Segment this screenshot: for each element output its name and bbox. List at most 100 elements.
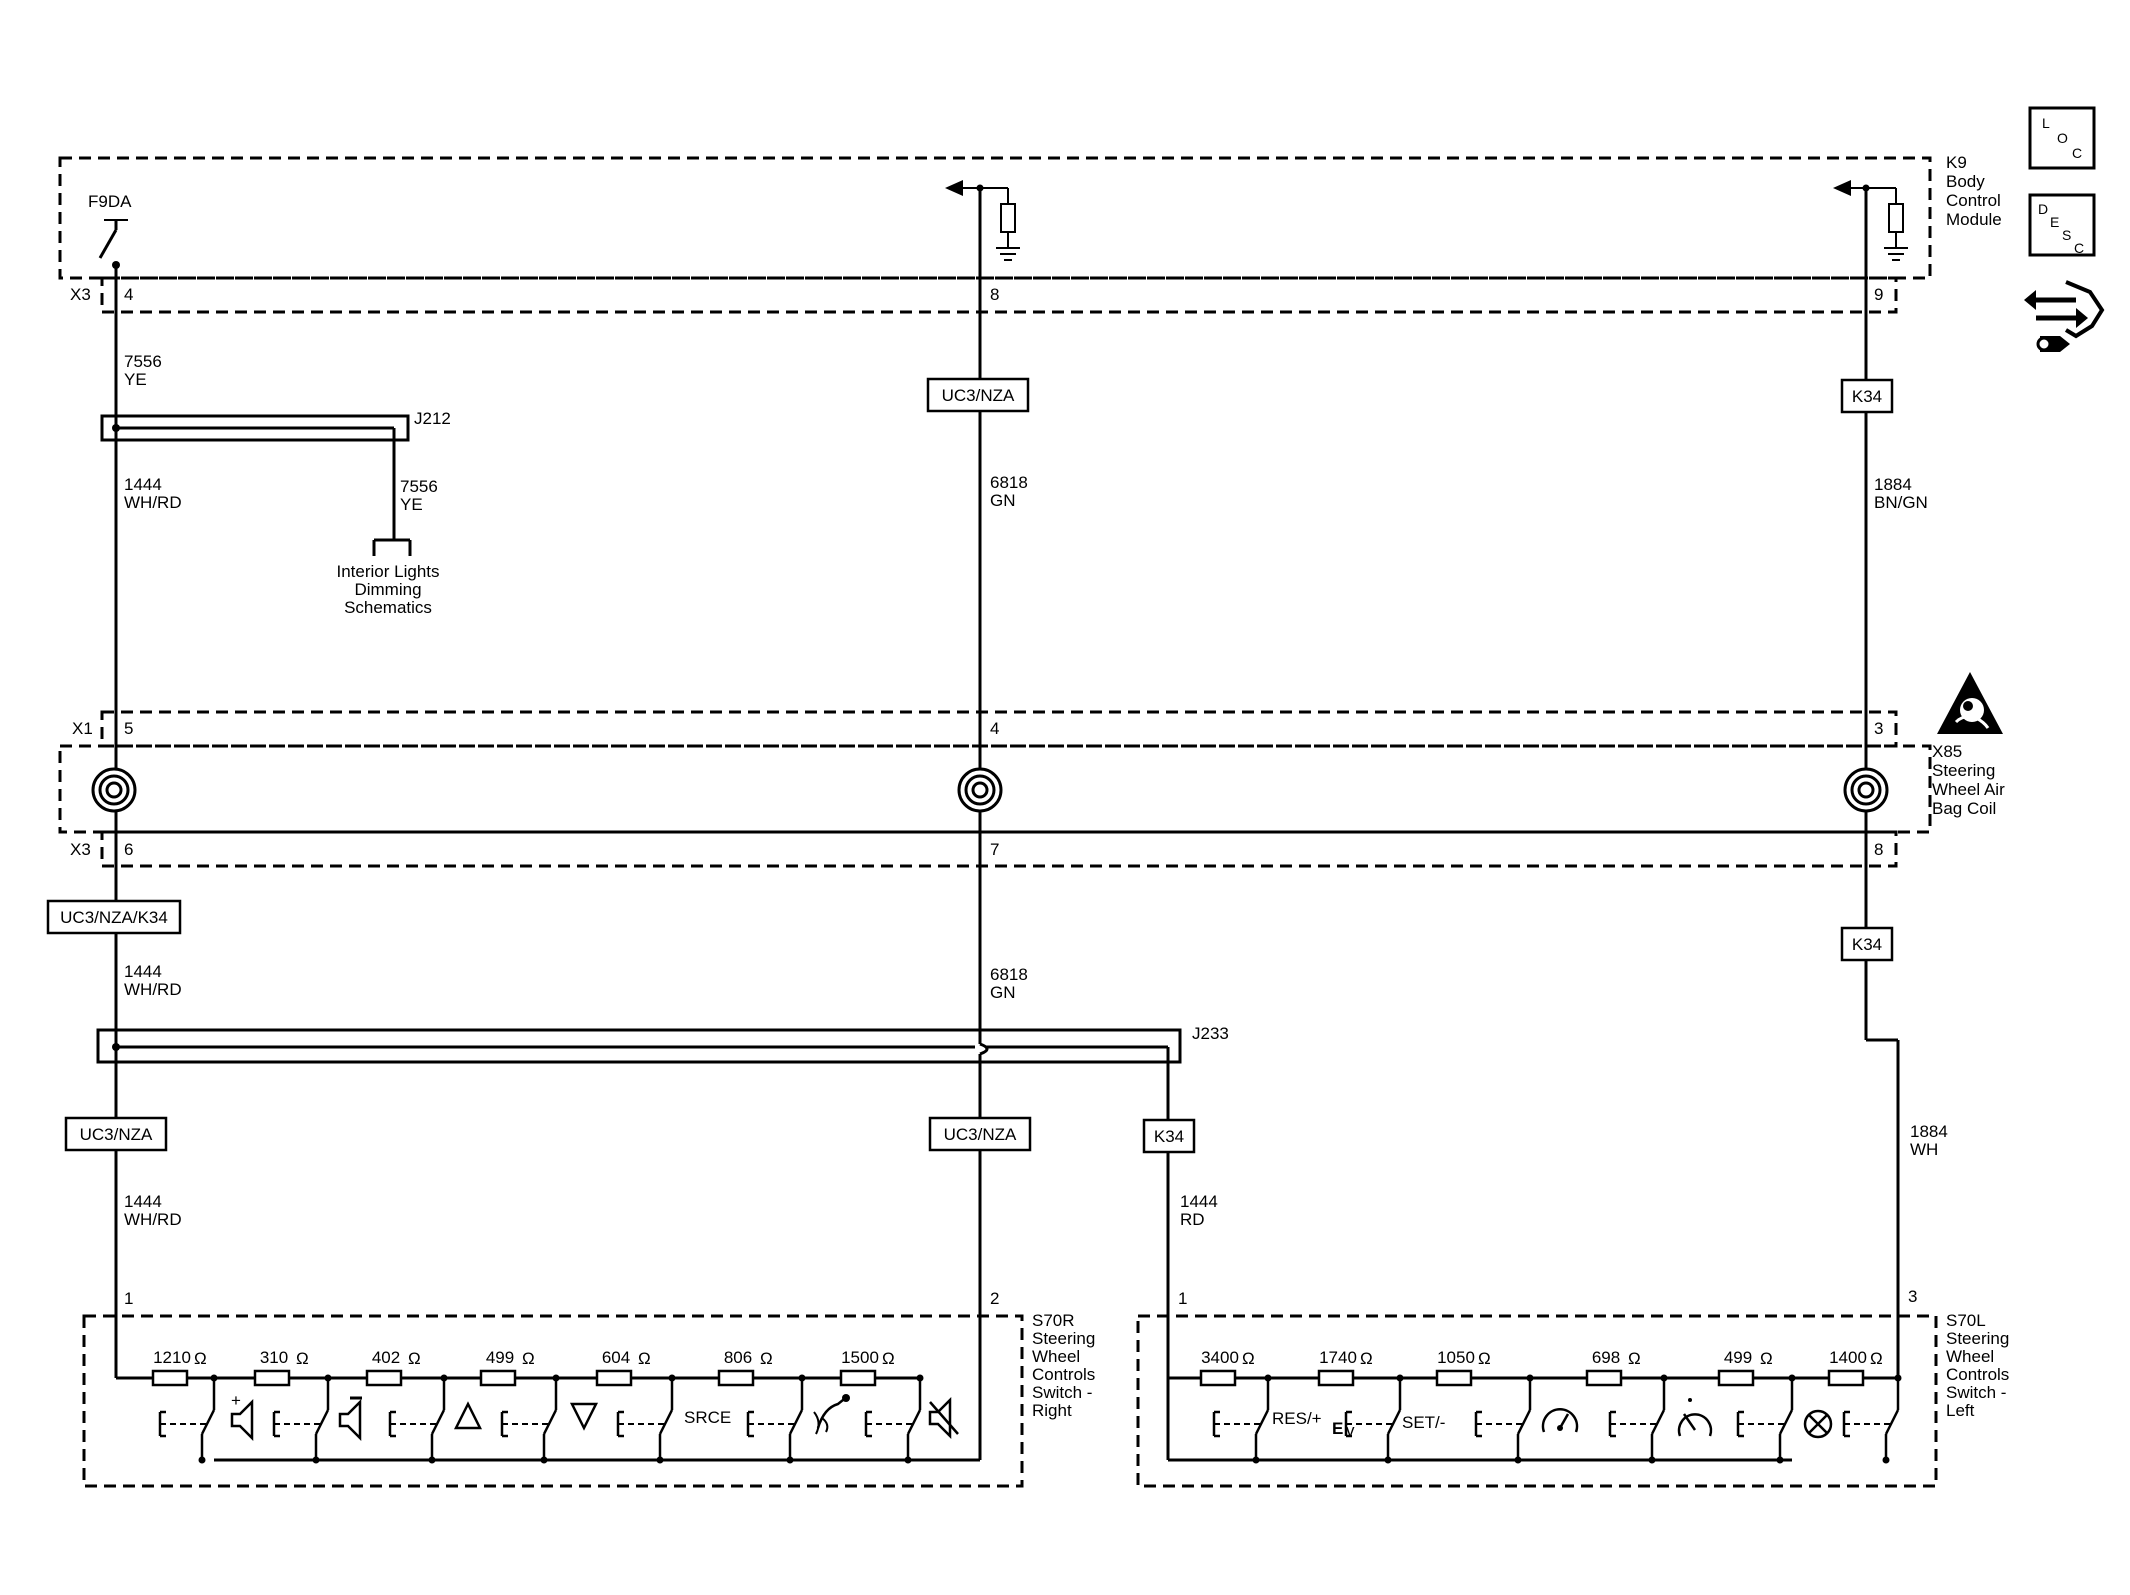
s70r-resistor-value-4: 499 (486, 1348, 514, 1367)
s70l-resistor-6 (1827, 1369, 1865, 1387)
svg-text:D: D (2038, 201, 2048, 217)
coil-lower-connector: X3 (70, 840, 91, 859)
s70r-resistor-value-3: 402 (372, 1348, 400, 1367)
s70l-resistor-4 (1585, 1369, 1623, 1387)
connector-repair-icon[interactable] (2024, 280, 2105, 352)
svg-text:v: v (1346, 1421, 1355, 1440)
s70r-resistor-ohm-4: Ω (522, 1349, 535, 1368)
s70l-label-6: Left (1946, 1401, 1975, 1420)
s70r-node-dot-1 (210, 1374, 218, 1382)
s70l-label-1: S70L (1946, 1311, 1986, 1330)
option-box-k34-mid: K34 (1840, 926, 1894, 962)
s70r-resistor-3 (365, 1369, 403, 1387)
circuit-1444-color-d: RD (1180, 1210, 1205, 1229)
s70r-ground-dot-6 (786, 1456, 794, 1464)
s70r-ground-dot-7 (904, 1456, 912, 1464)
coil-lower-pin-6: 6 (124, 840, 133, 859)
airbag-warning-icon (1937, 672, 2003, 734)
s70l-resistor-value-6: 1400 (1829, 1348, 1867, 1367)
s70l-ground-dot-3 (1514, 1456, 1522, 1464)
fuse-label: F9DA (88, 192, 132, 211)
s70l-node-dot-2 (1396, 1374, 1404, 1382)
svg-text:UC3/NZA: UC3/NZA (942, 386, 1015, 405)
cruise-on-icon (1541, 1408, 1579, 1433)
s70l-resistor-ohm-1: Ω (1242, 1349, 1255, 1368)
circuit-6818-num-a: 6818 (990, 473, 1028, 492)
option-box-uc3-nza-left: UC3/NZA (64, 1116, 168, 1152)
s70l-switch-blade-6 (1884, 1409, 1900, 1435)
branch-dest-3: Schematics (344, 598, 432, 617)
s70r-node-dot-6 (798, 1374, 806, 1382)
s70r-switch-blade-1 (200, 1409, 216, 1435)
s70l-resistor-5 (1717, 1369, 1755, 1387)
loc-icon[interactable]: L O C (2028, 106, 2096, 170)
branch-dest-2: Dimming (354, 580, 421, 599)
voice-command-icon (813, 1394, 850, 1435)
s70r-resistor-5 (595, 1369, 633, 1387)
s70l-resistor-1 (1199, 1369, 1237, 1387)
s70l-switch-blade-1 (1254, 1409, 1270, 1435)
s70r-resistor-ohm-6: Ω (760, 1349, 773, 1368)
s70r-switch-blade-7 (906, 1409, 922, 1435)
option-box-k34-top: K34 (1840, 378, 1894, 414)
s70r-label-2: Steering (1032, 1329, 1095, 1348)
circuit-1444-color-c: WH/RD (124, 1210, 182, 1229)
s70r-resistor-value-1: 1210 (153, 1348, 191, 1367)
desc-icon[interactable]: D E S C (2028, 193, 2096, 257)
s70l-resistor-value-4: 698 (1592, 1348, 1620, 1367)
s70l-switch-blade-3 (1516, 1409, 1532, 1435)
s70l-node-dot-3 (1526, 1374, 1534, 1382)
bcm-input-pin8-symbol (945, 180, 1020, 261)
s70r-resistor-ohm-2: Ω (296, 1349, 309, 1368)
cruise-gap-icon: E v (1332, 1419, 1355, 1440)
s70r-resistor-value-6: 806 (724, 1348, 752, 1367)
s70r-node-dot-3 (440, 1374, 448, 1382)
s70r-node-dot-5 (668, 1374, 676, 1382)
svg-text:E: E (2050, 214, 2059, 230)
clockspring-coil-3 (1843, 767, 1889, 813)
svg-text:E: E (1332, 1419, 1343, 1438)
svg-text:C: C (2074, 240, 2084, 256)
svg-text:C: C (2072, 145, 2082, 161)
circuit-1444-num-a: 1444 (124, 475, 162, 494)
s70l-ground-dot-5 (1776, 1456, 1784, 1464)
circuit-1444-num-d: 1444 (1180, 1192, 1218, 1211)
s70r-resistor-value-7: 1500 (841, 1348, 879, 1367)
volume-up-icon: + (230, 1391, 254, 1442)
s70l-label-4: Controls (1946, 1365, 2009, 1384)
bcm-input-pin9-symbol (1833, 180, 1908, 261)
branch-circuit: 7556 (400, 477, 438, 496)
s70r-ground-dot-2 (312, 1456, 320, 1464)
k9-label-1: K9 (1946, 153, 1967, 172)
s70l-label-5: Switch - (1946, 1383, 2006, 1402)
option-box-uc3-nza-top: UC3/NZA (926, 377, 1030, 413)
circuit-1444-color-b: WH/RD (124, 980, 182, 999)
circuit-1884-num-a: 1884 (1874, 475, 1912, 494)
k9-pin-9: 9 (1874, 285, 1883, 304)
s70r-resistor-6 (717, 1369, 755, 1387)
s70r-resistor-value-5: 604 (602, 1348, 630, 1367)
svg-text:L: L (2042, 115, 2050, 131)
s70l-ground-dot-4 (1648, 1456, 1656, 1464)
svg-text:K34: K34 (1154, 1127, 1184, 1146)
s70l-resistor-value-3: 1050 (1437, 1348, 1475, 1367)
svg-text:+: + (231, 1391, 241, 1410)
svg-text:K34: K34 (1852, 387, 1882, 406)
s70r-switch-blade-6 (788, 1409, 804, 1435)
s70r-pin-2: 2 (990, 1289, 999, 1308)
s70r-switch-blade-3 (430, 1409, 446, 1435)
s70r-resistor-ohm-7: Ω (882, 1349, 895, 1368)
s70l-node-dot-4 (1660, 1374, 1668, 1382)
circuit-1884-color-a: BN/GN (1874, 493, 1928, 512)
s70l-label-2: Steering (1946, 1329, 2009, 1348)
s70l-ground-dot-1 (1252, 1456, 1260, 1464)
splice-j233: J233 (96, 1024, 1229, 1064)
s70r-ground-dot-4 (540, 1456, 548, 1464)
circuit-1884-num-b: 1884 (1910, 1122, 1948, 1141)
option-box-k34-low: K34 (1142, 1118, 1196, 1154)
k9-label-2: Body (1946, 172, 1985, 191)
svg-text:UC3/NZA: UC3/NZA (944, 1125, 1017, 1144)
coil-lower-pin-7: 7 (990, 840, 999, 859)
